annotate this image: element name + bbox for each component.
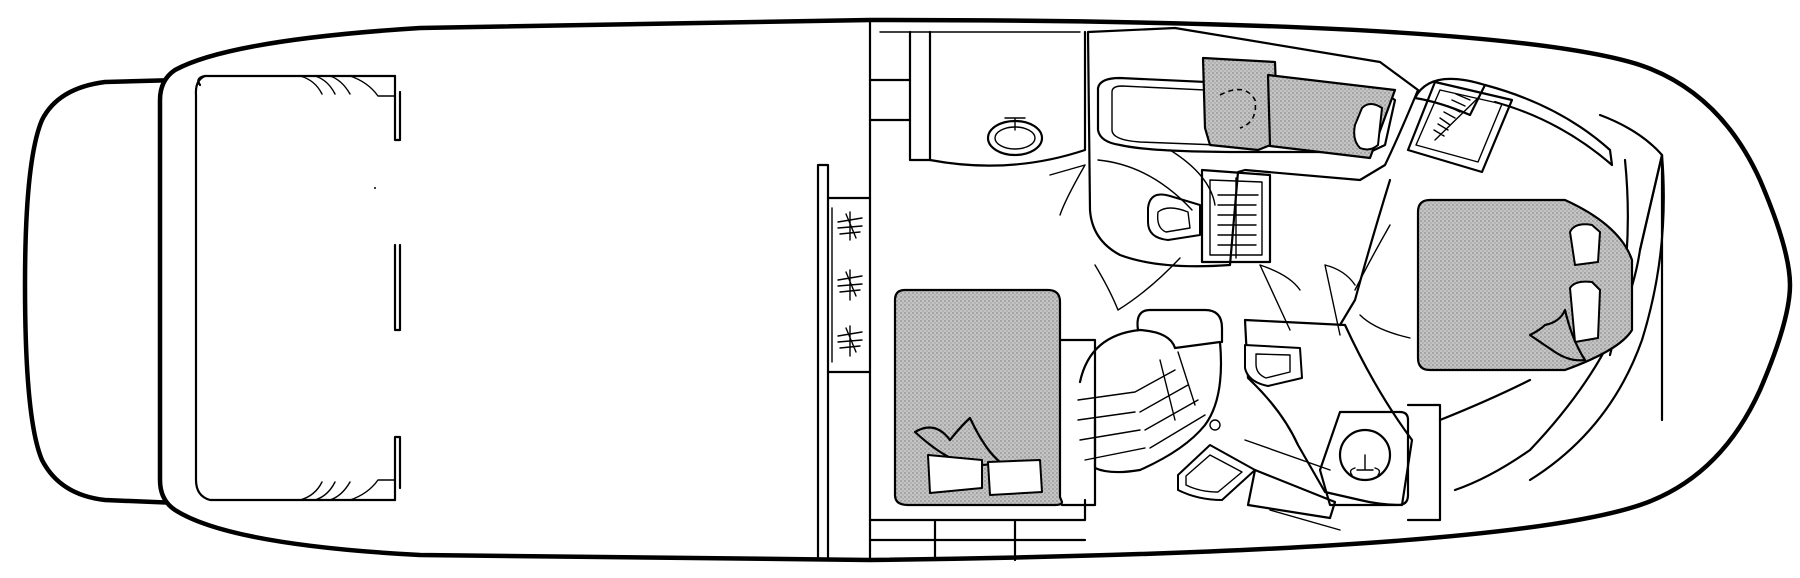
sink-icon (1338, 428, 1392, 482)
galley-toilet-icon (1244, 344, 1303, 387)
midship-stateroom (893, 288, 1097, 507)
aft-head-with-tub (1086, 26, 1420, 268)
cockpit-deck (194, 74, 402, 502)
cooktop (1177, 419, 1256, 501)
companionway-stairs (1077, 308, 1224, 474)
swim-platform (22, 77, 181, 506)
hanging-locker (1406, 80, 1514, 174)
toilet-icon (1147, 193, 1201, 241)
salon-bar-cabinet (826, 196, 872, 374)
dinette (1200, 168, 1272, 264)
interior-walls (868, 30, 1181, 562)
vanity-sink (986, 117, 1044, 157)
midship-berth (893, 288, 1064, 507)
forward-head (1318, 378, 1532, 522)
salon-bulkhead (816, 18, 872, 562)
door-swings (1259, 264, 1356, 336)
master-stateroom (1416, 198, 1634, 372)
wine-rack-icon (837, 211, 863, 357)
